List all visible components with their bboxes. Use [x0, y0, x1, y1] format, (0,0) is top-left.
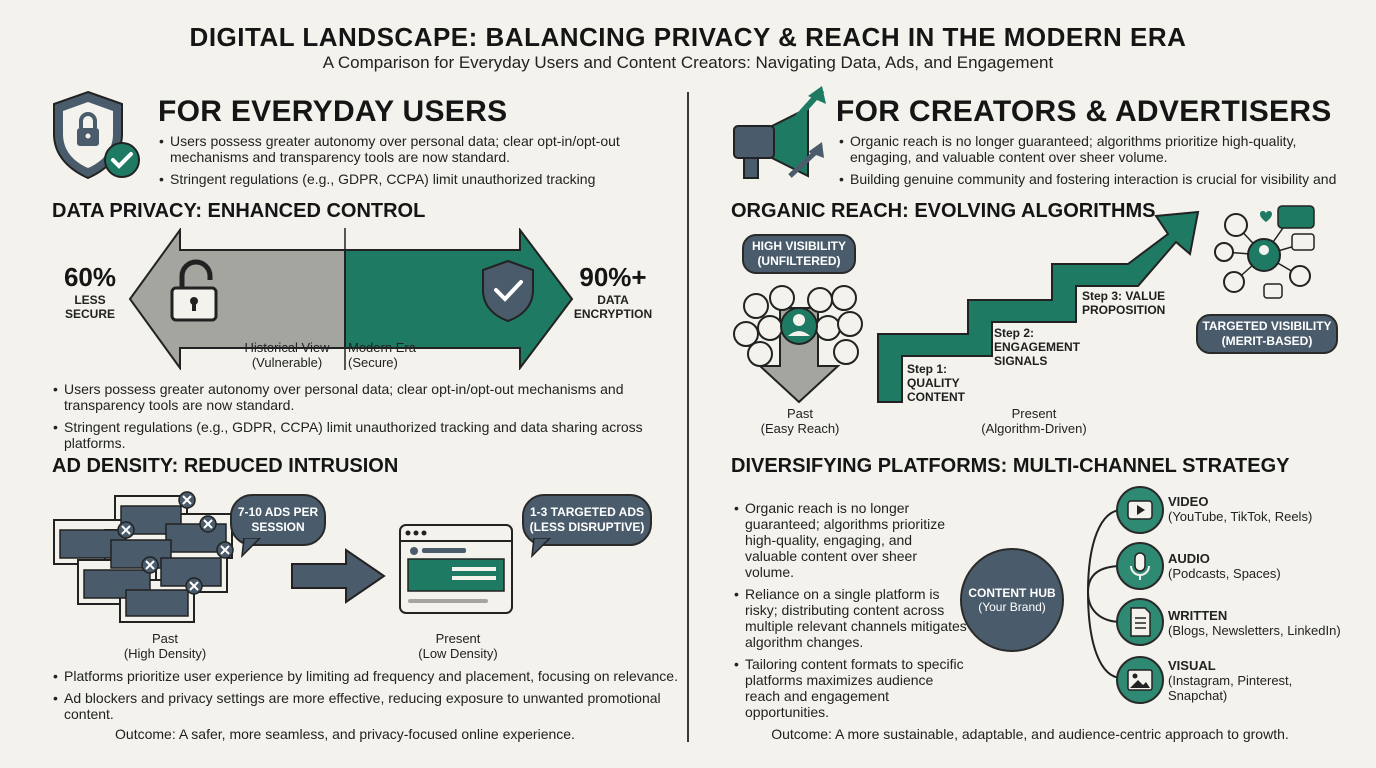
shield-lock-check-icon [53, 90, 140, 180]
reach-past-label: Past (Easy Reach) [760, 406, 840, 436]
list-item: Stringent regulations (e.g., GDPR, CCPA)… [53, 419, 674, 451]
crowd-down-arrow [733, 285, 863, 404]
channel-audio: AUDIO (Podcasts, Spaces) [1168, 551, 1281, 581]
ads-bullets: Platforms prioritize user experience by … [52, 668, 684, 728]
list-item: Building genuine community and fostering… [839, 171, 1340, 187]
clean-browser-window [399, 524, 513, 614]
reach-present-label: Present (Algorithm-Driven) [981, 406, 1087, 436]
high-visibility-pill: HIGH VISIBILITY (UNFILTERED) [742, 234, 856, 274]
step-3-label: Step 3: VALUE PROPOSITION [1082, 289, 1166, 317]
platforms-bullets: Organic reach is no longer guaranteed; a… [733, 500, 967, 726]
content-hub: CONTENT HUB (Your Brand) [960, 548, 1064, 652]
list-item: Platforms prioritize user experience by … [53, 668, 684, 684]
list-item: Users possess greater autonomy over pers… [53, 381, 674, 413]
video-channel [1116, 486, 1164, 534]
list-item: Users possess greater autonomy over pers… [159, 133, 640, 165]
list-item: Organic reach is no longer guaranteed; a… [839, 133, 1340, 165]
channel-video: VIDEO (YouTube, TikTok, Reels) [1168, 494, 1313, 524]
historical-view-label: Historical View (Vulnerable) [244, 340, 330, 370]
users-bullets: Users possess greater autonomy over pers… [158, 133, 640, 193]
left-stat-value: 60% [63, 262, 117, 292]
list-item: Reliance on a single platform is risky; … [734, 586, 967, 650]
play-icon [1127, 500, 1153, 520]
column-divider [687, 92, 689, 742]
audio-channel [1116, 542, 1164, 590]
list-item: Tailoring content formats to specific pl… [734, 656, 967, 720]
privacy-heading: DATA PRIVACY: ENHANCED CONTROL [52, 200, 426, 222]
present-ads-label: Present (Low Density) [418, 631, 498, 661]
right-stat-label: DATA ENCRYPTION [573, 293, 653, 321]
creators-outcome: Outcome: A more sustainable, adaptable, … [771, 726, 1289, 742]
present-ads-bubble: 1-3 TARGETED ADS (LESS DISRUPTIVE) [522, 494, 652, 546]
page-title: DIGITAL LANDSCAPE: BALANCING PRIVACY & R… [189, 22, 1187, 52]
staircase-growth-arrow [877, 210, 1200, 403]
past-ads-label: Past (High Density) [123, 631, 207, 661]
channel-written: WRITTEN (Blogs, Newsletters, LinkedIn) [1168, 608, 1341, 638]
list-item: Stringent regulations (e.g., GDPR, CCPA)… [159, 171, 640, 187]
document-icon [1130, 607, 1151, 637]
microphone-icon [1130, 552, 1150, 580]
step-1-label: Step 1: QUALITY CONTENT [907, 362, 965, 404]
stacked-ad-windows [53, 491, 234, 623]
megaphone-growth-icon [733, 86, 826, 179]
platforms-heading: DIVERSIFYING PLATFORMS: MULTI-CHANNEL ST… [731, 455, 1290, 477]
creators-heading: FOR CREATORS & ADVERTISERS [836, 95, 1332, 128]
step-2-label: Step 2: ENGAGEMENT SIGNALS [994, 326, 1081, 368]
users-outcome: Outcome: A safer, more seamless, and pri… [115, 726, 575, 742]
page-subtitle: A Comparison for Everyday Users and Cont… [322, 53, 1054, 72]
visual-channel [1116, 656, 1164, 704]
right-arrow-icon [291, 548, 386, 604]
right-stat-value: 90%+ [579, 262, 647, 292]
modern-era-label: Modern Era (Secure) [348, 340, 416, 370]
bubble-tail [241, 538, 262, 558]
targeted-visibility-pill: TARGETED VISIBILITY (MERIT-BASED) [1196, 314, 1338, 354]
list-item: Ad blockers and privacy settings are mor… [53, 690, 684, 722]
privacy-bullets: Users possess greater autonomy over pers… [52, 381, 674, 457]
bubble-tail [531, 538, 552, 558]
shield-check-icon [482, 259, 534, 323]
image-icon [1127, 669, 1153, 691]
community-network-icon [1214, 205, 1315, 299]
left-stat-label: LESS SECURE [64, 293, 115, 321]
creators-bullets: Organic reach is no longer guaranteed; a… [838, 133, 1340, 193]
written-channel [1116, 598, 1164, 646]
channel-visual: VISUAL (Instagram, Pinterest, Snapchat) [1168, 658, 1293, 703]
users-heading: FOR EVERYDAY USERS [158, 95, 508, 128]
reach-heading: ORGANIC REACH: EVOLVING ALGORITHMS [731, 200, 1156, 222]
past-ads-bubble: 7-10 ADS PER SESSION [230, 494, 326, 546]
list-item: Organic reach is no longer guaranteed; a… [734, 500, 967, 580]
unlock-icon [170, 259, 218, 322]
ads-heading: AD DENSITY: REDUCED INTRUSION [52, 455, 399, 477]
